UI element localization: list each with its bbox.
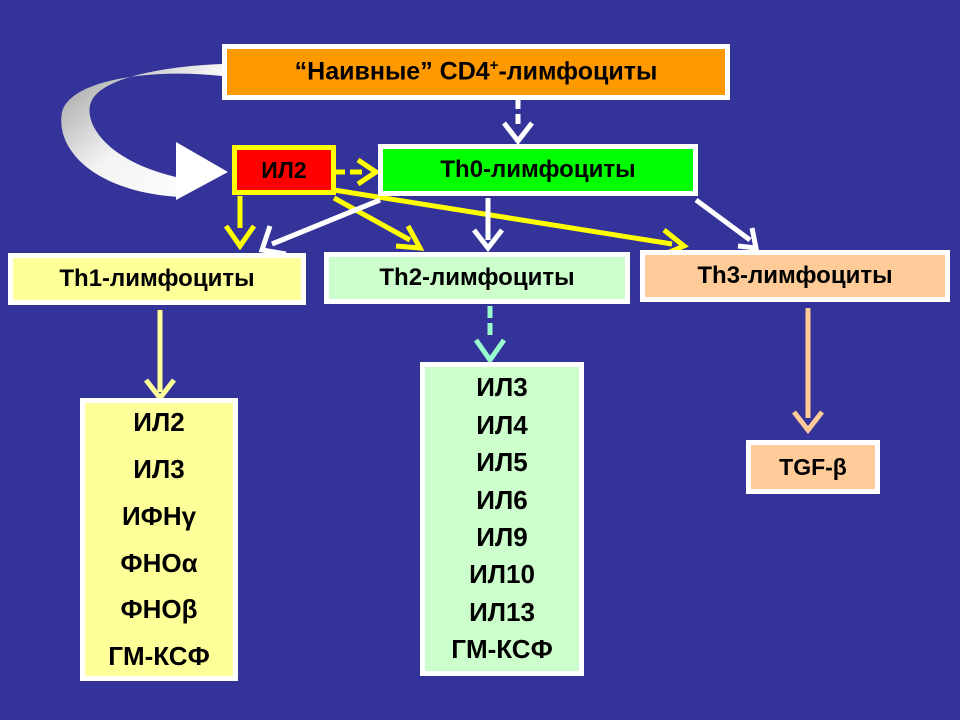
node-th1: Th1-лимфоциты — [8, 253, 306, 305]
arrow-th0-to-th1 — [258, 197, 381, 257]
arrow-naive-to-th0 — [502, 98, 534, 146]
th2-product: ИЛ4 — [476, 409, 528, 440]
th2-product: ИЛ3 — [476, 372, 528, 403]
node-il2-label: ИЛ2 — [261, 156, 307, 183]
arrow-th0-to-th2 — [472, 198, 504, 253]
node-il2: ИЛ2 — [232, 145, 336, 195]
th1-product: ФНОα — [120, 547, 198, 578]
arrow-il2-to-th0 — [336, 157, 381, 187]
node-th2-label: Th2-лимфоциты — [379, 264, 575, 291]
node-th1-label: Th1-лимфоциты — [59, 265, 255, 292]
arrow-th1-to-products — [144, 310, 176, 403]
node-th2: Th2-лимфоциты — [324, 252, 630, 304]
node-th3: Th3-лимфоциты — [640, 250, 950, 302]
th2-products-box: ИЛ3 ИЛ4 ИЛ5 ИЛ6 ИЛ9 ИЛ10 ИЛ13 ГМ-КСФ — [420, 362, 584, 676]
th1-products-box: ИЛ2 ИЛ3 ИФНγ ФНОα ФНОβ ГМ-КСФ — [80, 398, 238, 681]
th1-product: ИЛ3 — [133, 453, 185, 484]
arrow-il2-to-th2 — [332, 195, 425, 251]
th2-product: ИЛ6 — [476, 484, 528, 515]
node-th3-label: Th3-лимфоциты — [697, 262, 893, 289]
arrow-il2-to-th3 — [333, 187, 689, 259]
th3-product: TGF-β — [779, 453, 847, 480]
th2-product: ИЛ13 — [469, 596, 535, 627]
node-naive-label: “Наивные” CD4+-лимфоциты — [294, 57, 658, 86]
th1-product: ГМ-КСФ — [108, 641, 210, 672]
curved-arrow-naive-to-il2 — [61, 64, 228, 200]
th1-product: ИЛ2 — [133, 407, 185, 438]
th3-products-box: TGF-β — [746, 440, 880, 494]
th2-product: ГМ-КСФ — [451, 634, 553, 665]
th2-product: ИЛ9 — [476, 522, 528, 552]
arrow-th0-to-th3 — [694, 197, 760, 251]
node-th0: Th0-лимфоциты — [378, 144, 698, 196]
arrow-th3-to-products — [792, 308, 824, 435]
th1-product: ФНОβ — [120, 594, 198, 625]
arrow-il2-to-th1 — [223, 196, 257, 251]
node-naive-cd4: “Наивные” CD4+-лимфоциты — [222, 44, 730, 100]
th2-product: ИЛ10 — [469, 559, 535, 590]
th1-product: ИФНγ — [121, 500, 197, 531]
arrow-th2-to-products — [473, 306, 507, 365]
node-th0-label: Th0-лимфоциты — [440, 156, 636, 183]
th2-product: ИЛ5 — [476, 447, 528, 478]
